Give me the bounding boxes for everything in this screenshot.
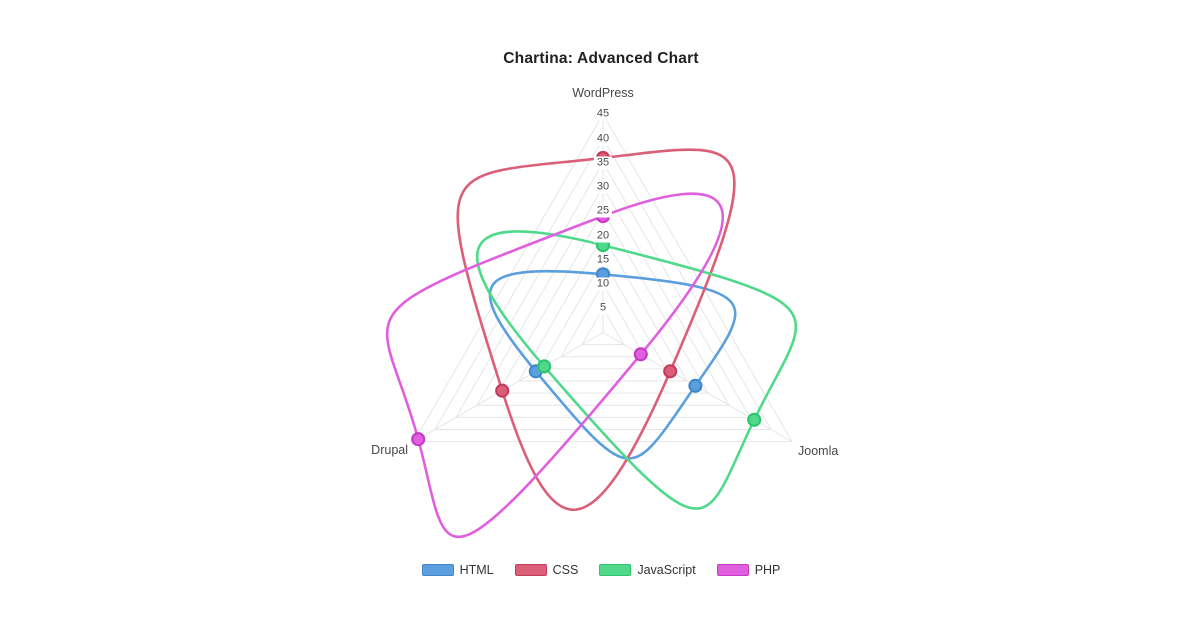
tick-label: 5 [596, 301, 610, 315]
legend-item-html[interactable]: HTML [421, 563, 494, 577]
axis-label-joomla: Joomla [798, 444, 839, 458]
legend-label: HTML [459, 563, 494, 577]
legend-item-php[interactable]: PHP [716, 563, 781, 577]
legend-item-javascript[interactable]: JavaScript [599, 563, 696, 577]
legend-swatch [716, 564, 749, 576]
legend-swatch [421, 564, 454, 576]
legend-item-css[interactable]: CSS [514, 563, 579, 577]
tick-label: 30 [593, 180, 613, 194]
tick-label: 25 [593, 204, 613, 218]
legend-swatch [514, 564, 547, 576]
tick-label: 45 [593, 107, 613, 121]
legend-swatch [599, 564, 632, 576]
tick-label: 35 [593, 156, 613, 170]
tick-label: 20 [593, 229, 613, 242]
axis-label-wordpress: WordPress [572, 86, 634, 100]
legend: HTML CSS JavaScript PHP [0, 563, 1202, 577]
tick-label: 40 [593, 132, 613, 145]
tick-label: 15 [593, 253, 613, 267]
axis-label-drupal: Drupal [371, 443, 408, 457]
legend-label: CSS [552, 563, 579, 577]
tick-label: 10 [593, 277, 613, 291]
legend-label: JavaScript [637, 563, 696, 577]
chart-title: Chartina: Advanced Chart [503, 50, 699, 67]
legend-label: PHP [754, 563, 781, 577]
